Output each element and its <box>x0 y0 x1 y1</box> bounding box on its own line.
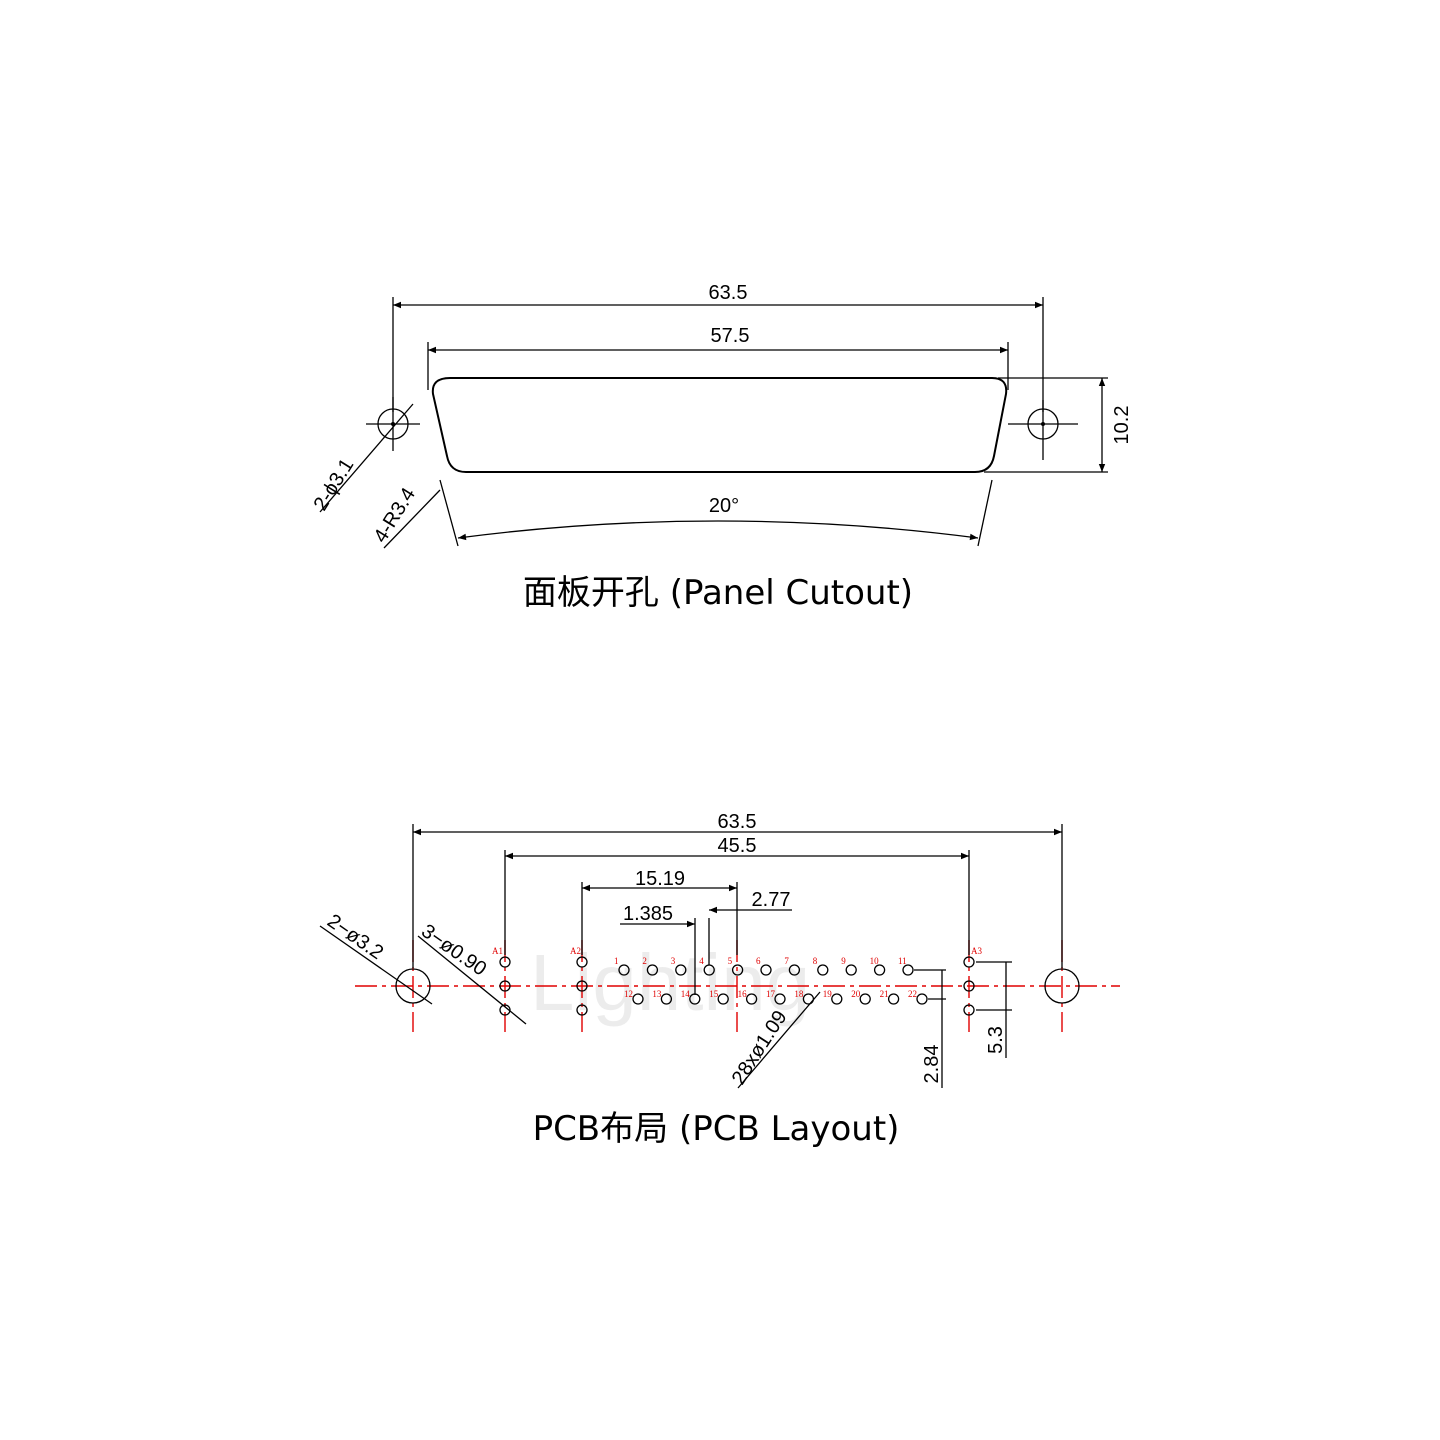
pcb-dim-overall-width: 63.5 <box>718 811 757 833</box>
signal-pin-hole <box>660 993 673 1005</box>
signal-pin-hole <box>845 964 857 976</box>
leader-pcb-mount-holes <box>319 925 433 1005</box>
pcb-mount-hole-right <box>1044 968 1080 1004</box>
signal-pin-hole <box>632 993 644 1005</box>
dim-angle: 20° <box>709 495 739 517</box>
signal-pin-label: 18 <box>794 989 804 999</box>
signal-pin-hole <box>916 993 928 1005</box>
leader-mount-holes <box>319 403 414 513</box>
ext-line <box>439 479 459 547</box>
coax-label-a3: A3 <box>971 946 982 956</box>
signal-pin-label: 2 <box>642 956 647 966</box>
pcb-dim-row-spacing: 2.84 <box>921 1045 943 1084</box>
coax-label-a1: A1 <box>492 946 503 956</box>
signal-pin-label: 15 <box>709 989 719 999</box>
signal-pin-hole <box>887 993 900 1005</box>
signal-pin-hole <box>902 964 914 976</box>
signal-pin-label: 5 <box>728 956 733 966</box>
pcb-dim-pitch: 2.77 <box>752 889 791 911</box>
signal-pin-label: 7 <box>784 956 789 966</box>
leader-corner-radius <box>383 489 441 549</box>
signal-pin-label: 3 <box>671 956 676 966</box>
coax-a2-holes <box>576 956 588 1016</box>
pcb-dim-coax-holes: 3−ø0.90 <box>417 920 490 980</box>
dim-height: 10.2 <box>1111 406 1133 445</box>
signal-pin-hole <box>646 964 659 976</box>
signal-pin-label: 1 <box>614 956 619 966</box>
signal-pin-hole <box>788 964 801 976</box>
dim-overall-width: 63.5 <box>709 282 748 304</box>
signal-pin-label: 19 <box>823 989 833 999</box>
dim-arc-angle <box>457 520 979 541</box>
signal-pin-hole <box>717 993 729 1005</box>
coax-label-a2: A2 <box>570 946 581 956</box>
signal-pin-hole <box>675 964 687 976</box>
signal-pin-label: 16 <box>738 989 748 999</box>
signal-pin-label: 11 <box>898 956 907 966</box>
pcb-dim-a2-to-pin5: 15.19 <box>635 868 685 890</box>
signal-pin-label: 6 <box>756 956 761 966</box>
signal-pin-label: 13 <box>652 989 662 999</box>
panel-cutout-title: 面板开孔 (Panel Cutout) <box>523 573 913 613</box>
cutout-outline <box>431 377 1008 473</box>
signal-pin-label: 14 <box>681 989 691 999</box>
signal-pin-label: 10 <box>870 956 880 966</box>
signal-pin-hole <box>760 964 772 976</box>
signal-pin-label: 4 <box>699 956 704 966</box>
panel-cutout-view: 63.5 57.5 10.2 20° 2-ϕ3.1 4-R3.4 面板开孔 (P… <box>310 282 1133 613</box>
pcb-dim-coax-span: 45.5 <box>718 835 757 857</box>
signal-pin-hole <box>817 964 829 976</box>
ext-line <box>977 479 993 547</box>
signal-pin-label: 21 <box>880 989 889 999</box>
signal-pin-hole <box>731 964 744 976</box>
signal-pin-label: 20 <box>851 989 861 999</box>
watermark: Lighting <box>530 938 810 1027</box>
pcb-dim-mount-holes: 2−ø3.2 <box>323 910 387 964</box>
coax-a3-holes <box>963 956 975 1016</box>
signal-pin-label: 12 <box>624 989 633 999</box>
signal-pin-label: 22 <box>908 989 917 999</box>
pcb-dim-coax-height: 5.3 <box>985 1026 1007 1054</box>
signal-pin-label: 17 <box>766 989 776 999</box>
pcb-layout-title: PCB布局 (PCB Layout) <box>533 1109 900 1149</box>
signal-pin-hole <box>831 993 843 1005</box>
dim-cutout-width: 57.5 <box>711 325 750 347</box>
pcb-mount-hole-left <box>395 968 431 1004</box>
signal-pin-label: 9 <box>841 956 846 966</box>
leader-coax-holes <box>417 935 527 1025</box>
signal-pin-hole <box>774 993 786 1005</box>
leader-signal-holes <box>737 991 821 1089</box>
coax-a1-holes <box>499 956 511 1016</box>
dim-mount-holes: 2-ϕ3.1 <box>310 455 359 515</box>
signal-pin-hole <box>618 964 630 976</box>
signal-pin-hole <box>873 964 886 976</box>
signal-pin-hole <box>745 993 758 1005</box>
signal-pin-label: 8 <box>813 956 818 966</box>
pcb-dim-half-pitch: 1.385 <box>623 903 673 925</box>
signal-pin-hole <box>859 993 871 1005</box>
